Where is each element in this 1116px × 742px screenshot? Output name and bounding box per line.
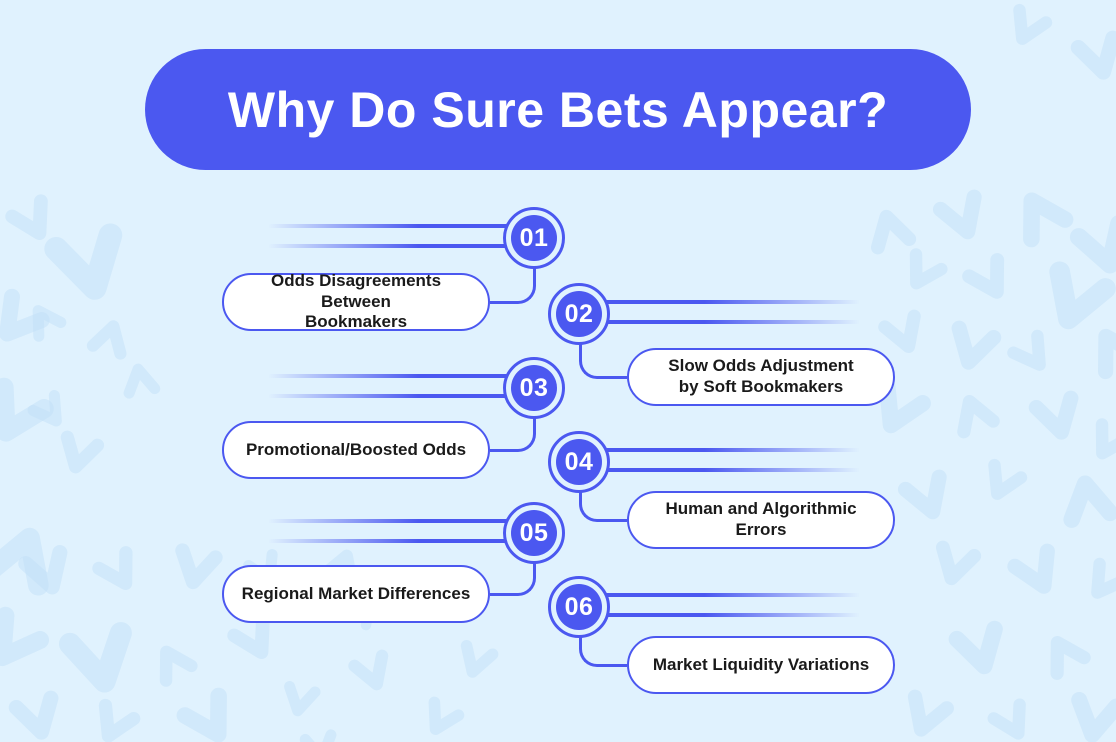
step-label-04: Human and Algorithmic Errors [627,491,895,549]
speed-line [592,593,860,597]
step-number: 02 [556,291,602,337]
step-label-text: Human and Algorithmic Errors [665,499,857,539]
speed-line [268,374,528,378]
speed-line [592,320,860,324]
step-label-03: Promotional/Boosted Odds [222,421,490,479]
step-label-text: Slow Odds Adjustment by Soft Bookmakers [668,356,854,396]
step-label-text: Odds Disagreements Between Bookmakers [270,270,442,332]
step-badge-05: 05 [503,502,565,564]
speed-line [268,539,528,543]
speed-line [592,448,860,452]
connector-elbow [490,417,536,452]
step-label-text: Market Liquidity Variations [652,654,870,674]
speed-line [592,468,860,472]
step-label-text: Regional Market Differences [241,583,471,603]
page-title: Why Do Sure Bets Appear? [227,81,889,138]
step-number: 04 [556,439,602,485]
step-badge-03: 03 [503,357,565,419]
step-number: 03 [511,365,557,411]
connector-elbow [579,636,627,667]
step-badge-02: 02 [548,283,610,345]
step-label-02: Slow Odds Adjustment by Soft Bookmakers [627,348,895,406]
speed-line [268,224,528,228]
speed-line [592,613,860,617]
step-badge-06: 06 [548,576,610,638]
connector-elbow [579,343,627,379]
connector-elbow [490,267,536,304]
step-badge-01: 01 [503,207,565,269]
step-number: 05 [511,510,557,556]
step-label-01: Odds Disagreements Between Bookmakers [222,270,490,332]
step-number: 01 [511,215,557,261]
speed-line [592,300,860,304]
title-banner: Why Do Sure Bets Appear? [145,49,971,170]
step-number: 06 [556,584,602,630]
connector-elbow [490,562,536,596]
step-badge-04: 04 [548,431,610,493]
connector-elbow [579,491,627,522]
speed-line [268,244,528,248]
step-label-text: Promotional/Boosted Odds [245,439,467,459]
step-label-06: Market Liquidity Variations [627,636,895,694]
speed-line [268,519,528,523]
step-label-05: Regional Market Differences [222,565,490,623]
speed-line [268,394,528,398]
